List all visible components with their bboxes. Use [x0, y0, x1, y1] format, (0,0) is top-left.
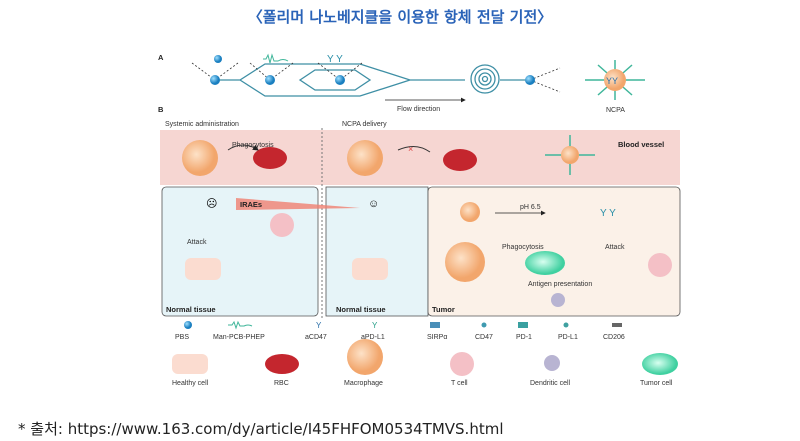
- sirpa-icon: [430, 322, 440, 328]
- legend-pd1: PD-1: [516, 334, 532, 341]
- legend-dendritic-cell: Dendritic cell: [530, 380, 571, 387]
- cd47-icon: [481, 322, 487, 328]
- legend-pdl1: PD-L1: [558, 334, 578, 341]
- t-cell-icon: [270, 213, 294, 237]
- sphere-icon: [210, 75, 220, 85]
- legend-t-cell: T cell: [451, 380, 468, 387]
- legend-man-pcb-phep: Man-PCB-PHEP: [213, 334, 265, 341]
- legend-tumor-cell: Tumor cell: [640, 380, 673, 387]
- phagocytosis-label: Phagocytosis: [232, 142, 274, 149]
- released-antibody-icon: Y Y: [600, 208, 616, 219]
- healthy-cell-icon: [185, 258, 221, 280]
- acd47-icon: Y: [316, 321, 322, 330]
- flow-direction-label: Flow direction: [397, 106, 440, 113]
- ncpa-particle-icon: [460, 202, 480, 222]
- tumor-label: Tumor: [432, 305, 455, 314]
- macrophage-icon: [182, 140, 218, 176]
- macrophage-icon: [445, 242, 485, 282]
- irae-wedge: [236, 198, 360, 210]
- legend-macrophage: Macrophage: [344, 380, 383, 387]
- legend-sirpa: SIRPα: [427, 334, 447, 341]
- legend-rbc: RBC: [274, 380, 289, 387]
- rbc-icon: [443, 149, 477, 171]
- inlet-lines: [191, 62, 561, 93]
- sphere-icon: [525, 75, 535, 85]
- polymer-icon: [263, 53, 289, 64]
- tumor-box: [427, 186, 681, 317]
- systemic-administration-label: Systemic administration: [165, 121, 239, 128]
- antigen-presentation-label: Antigen presentation: [528, 281, 592, 288]
- legend-acd47: aCD47: [305, 334, 327, 341]
- blocked-x-icon: ×: [408, 144, 413, 154]
- pbs-icon: [184, 321, 192, 329]
- source-caption: * 출처: https://www.163.com/dy/article/I45…: [18, 420, 504, 438]
- happy-face-icon: ☺: [368, 198, 379, 210]
- microfluidic-channel: [215, 63, 530, 97]
- ncpa-particle-icon: YY: [585, 60, 645, 100]
- healthy-cell-icon: [352, 258, 388, 280]
- cd206-icon: [612, 323, 622, 327]
- pdl1-icon: [563, 322, 569, 328]
- healthy-cell-icon: [172, 354, 208, 374]
- sphere-icon: [265, 75, 275, 85]
- rbc-icon: [265, 354, 299, 374]
- rbc-icon: [253, 147, 287, 169]
- panel-b-label: B: [158, 105, 164, 114]
- ncpa-particle-icon: [545, 135, 595, 175]
- ph-label: pH 6.5: [520, 204, 541, 211]
- legend-healthy-cell: Healthy cell: [172, 380, 209, 387]
- pbs-icon: [214, 55, 222, 63]
- blood-vessel-band: [160, 130, 680, 185]
- attack-label-2: Attack: [605, 244, 625, 251]
- legend-apdl1: aPD-L1: [361, 334, 385, 341]
- phagocytosis-label-2: Phagocytosis: [502, 244, 544, 251]
- apdl1-icon: Y: [372, 321, 378, 330]
- t-cell-icon: [648, 253, 672, 277]
- pd1-icon: [518, 322, 528, 328]
- antibody-icon: Y Y: [327, 54, 343, 65]
- ncpa-delivery-label: NCPA delivery: [342, 121, 387, 128]
- normal-tissue-label: Normal tissue: [166, 305, 216, 314]
- panel-a-label: A: [158, 53, 164, 62]
- tumor-cell-icon: [642, 353, 678, 375]
- attack-label: Attack: [187, 239, 207, 246]
- ncpa-label: NCPA: [606, 107, 625, 114]
- dendritic-cell-icon: [551, 293, 565, 307]
- iraes-label: IRAEs: [240, 200, 262, 209]
- sad-face-icon: ☹: [206, 198, 217, 210]
- macrophage-icon: [347, 339, 383, 375]
- legend-molecules: Y Y PBS Man-PCB-PHEP aCD47 aPD-L1 SIRPα …: [175, 320, 625, 341]
- legend-pbs: PBS: [175, 334, 189, 341]
- tumor-cell-icon: [525, 251, 565, 275]
- legend-cd47: CD47: [475, 334, 493, 341]
- svg-text:YY: YY: [606, 76, 618, 86]
- polymer-icon: [228, 320, 253, 330]
- legend-cells: Healthy cell RBC Macrophage T cell Dendr…: [172, 339, 678, 387]
- sphere-icon: [335, 75, 345, 85]
- figure-title: 〈폴리머 나노베지클을 이용한 항체 전달 기전〉: [247, 8, 553, 26]
- macrophage-icon: [347, 140, 383, 176]
- t-cell-icon: [450, 352, 474, 376]
- blood-vessel-label: Blood vessel: [618, 140, 664, 149]
- normal-tissue-label-2: Normal tissue: [336, 305, 386, 314]
- legend-cd206: CD206: [603, 334, 625, 341]
- dendritic-cell-icon: [544, 355, 560, 371]
